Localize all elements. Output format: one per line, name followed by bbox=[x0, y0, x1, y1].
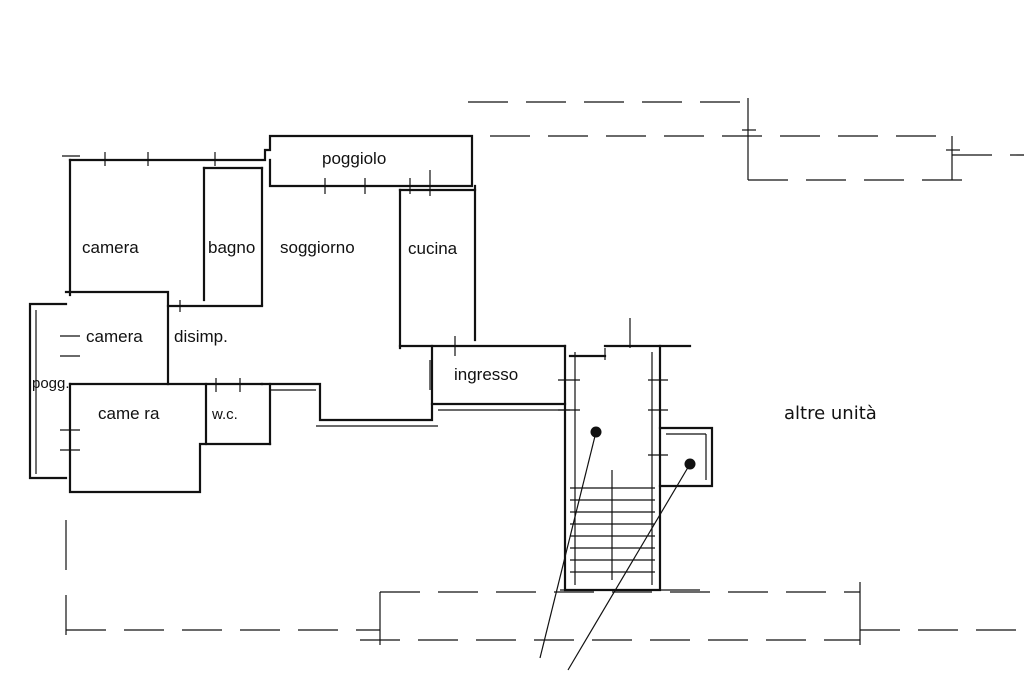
label-camera-2: camera bbox=[86, 327, 143, 346]
walls bbox=[28, 134, 714, 671]
label-camera-1: camera bbox=[82, 238, 139, 257]
dashed-boundaries bbox=[65, 98, 1024, 645]
label-altre-unita: altre unità bbox=[784, 403, 877, 424]
room-labels: poggiolo camera bagno soggiorno cucina c… bbox=[32, 149, 877, 424]
label-camera-3: came ra bbox=[98, 404, 160, 423]
label-disimp: disimp. bbox=[174, 327, 228, 346]
label-pogg: pogg. bbox=[32, 375, 70, 392]
label-soggiorno: soggiorno bbox=[280, 238, 355, 257]
opening-ticks bbox=[60, 129, 960, 456]
label-ingresso: ingresso bbox=[454, 365, 518, 384]
label-wc: w.c. bbox=[211, 406, 238, 423]
label-cucina: cucina bbox=[408, 239, 458, 258]
label-poggiolo: poggiolo bbox=[322, 149, 386, 168]
label-bagno: bagno bbox=[208, 238, 255, 257]
